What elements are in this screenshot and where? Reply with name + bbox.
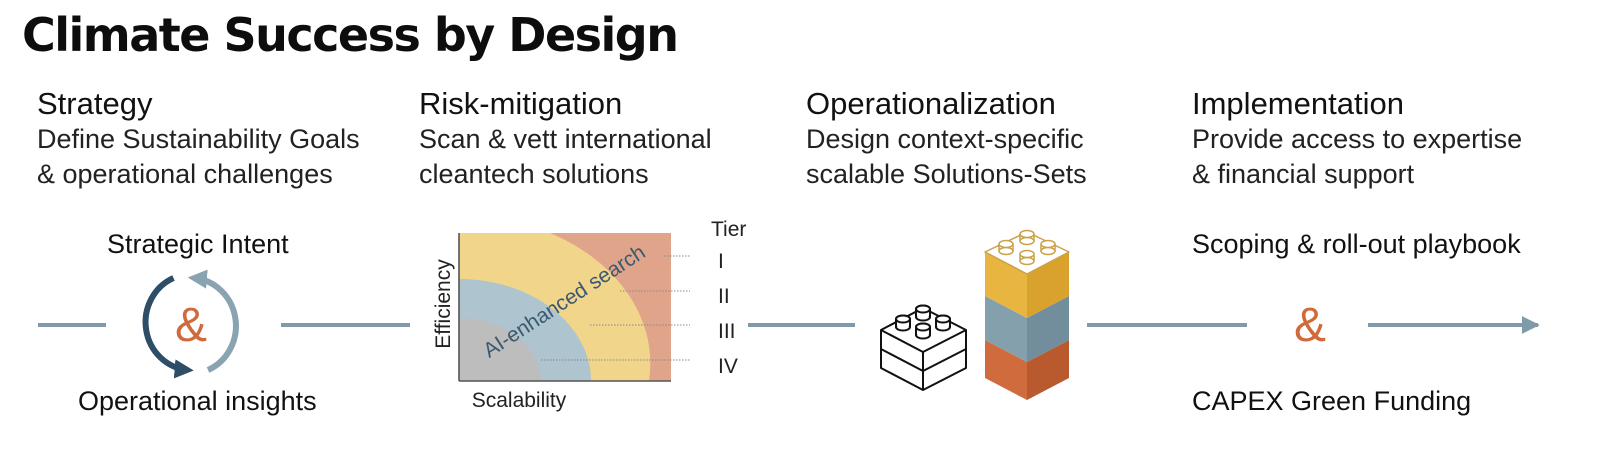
tier-label: II xyxy=(718,285,730,308)
cycle-arrow-light xyxy=(187,269,239,373)
operational-insights-label: Operational insights xyxy=(78,386,317,416)
column-heading: Implementation xyxy=(1192,86,1404,121)
column-strategy: Strategy Define Sustainability Goals & o… xyxy=(37,86,360,192)
strategy-ampersand: & xyxy=(175,299,207,352)
column-body: Design context-specific scalable Solutio… xyxy=(806,124,1087,189)
column-heading: Operationalization xyxy=(806,86,1056,121)
chart-x-label: Scalability xyxy=(472,389,567,412)
tier-heading: Tier xyxy=(711,218,746,241)
tier-label: III xyxy=(718,320,736,343)
scoping-playbook-label: Scoping & roll-out playbook xyxy=(1192,229,1521,259)
column-body: Scan & vett international cleantech solu… xyxy=(419,124,712,189)
column-body: Provide access to expertise & financial … xyxy=(1192,124,1523,189)
capex-funding-label: CAPEX Green Funding xyxy=(1192,386,1472,416)
column-operationalization: Operationalization Design context-specif… xyxy=(806,86,1087,192)
tier-label: I xyxy=(718,250,724,273)
column-risk-mitigation: Risk-mitigation Scan & vett internationa… xyxy=(419,86,712,192)
page-title: Climate Success by Design xyxy=(22,8,679,62)
chart-y-label: Efficiency xyxy=(432,259,455,349)
column-heading: Strategy xyxy=(37,86,153,121)
column-body: Define Sustainability Goals & operationa… xyxy=(37,124,360,189)
tier-zones xyxy=(459,233,671,381)
brick-tower-icon xyxy=(984,229,1070,400)
column-implementation: Implementation Provide access to experti… xyxy=(1192,86,1522,192)
cycle-arrow-dark xyxy=(142,275,194,379)
strategic-intent-label: Strategic Intent xyxy=(107,229,289,259)
column-heading: Risk-mitigation xyxy=(419,86,623,121)
implementation-ampersand: & xyxy=(1294,299,1326,352)
zone-tier-4 xyxy=(459,318,541,381)
tier-label: IV xyxy=(718,355,738,378)
brick-white-icon xyxy=(880,304,967,391)
